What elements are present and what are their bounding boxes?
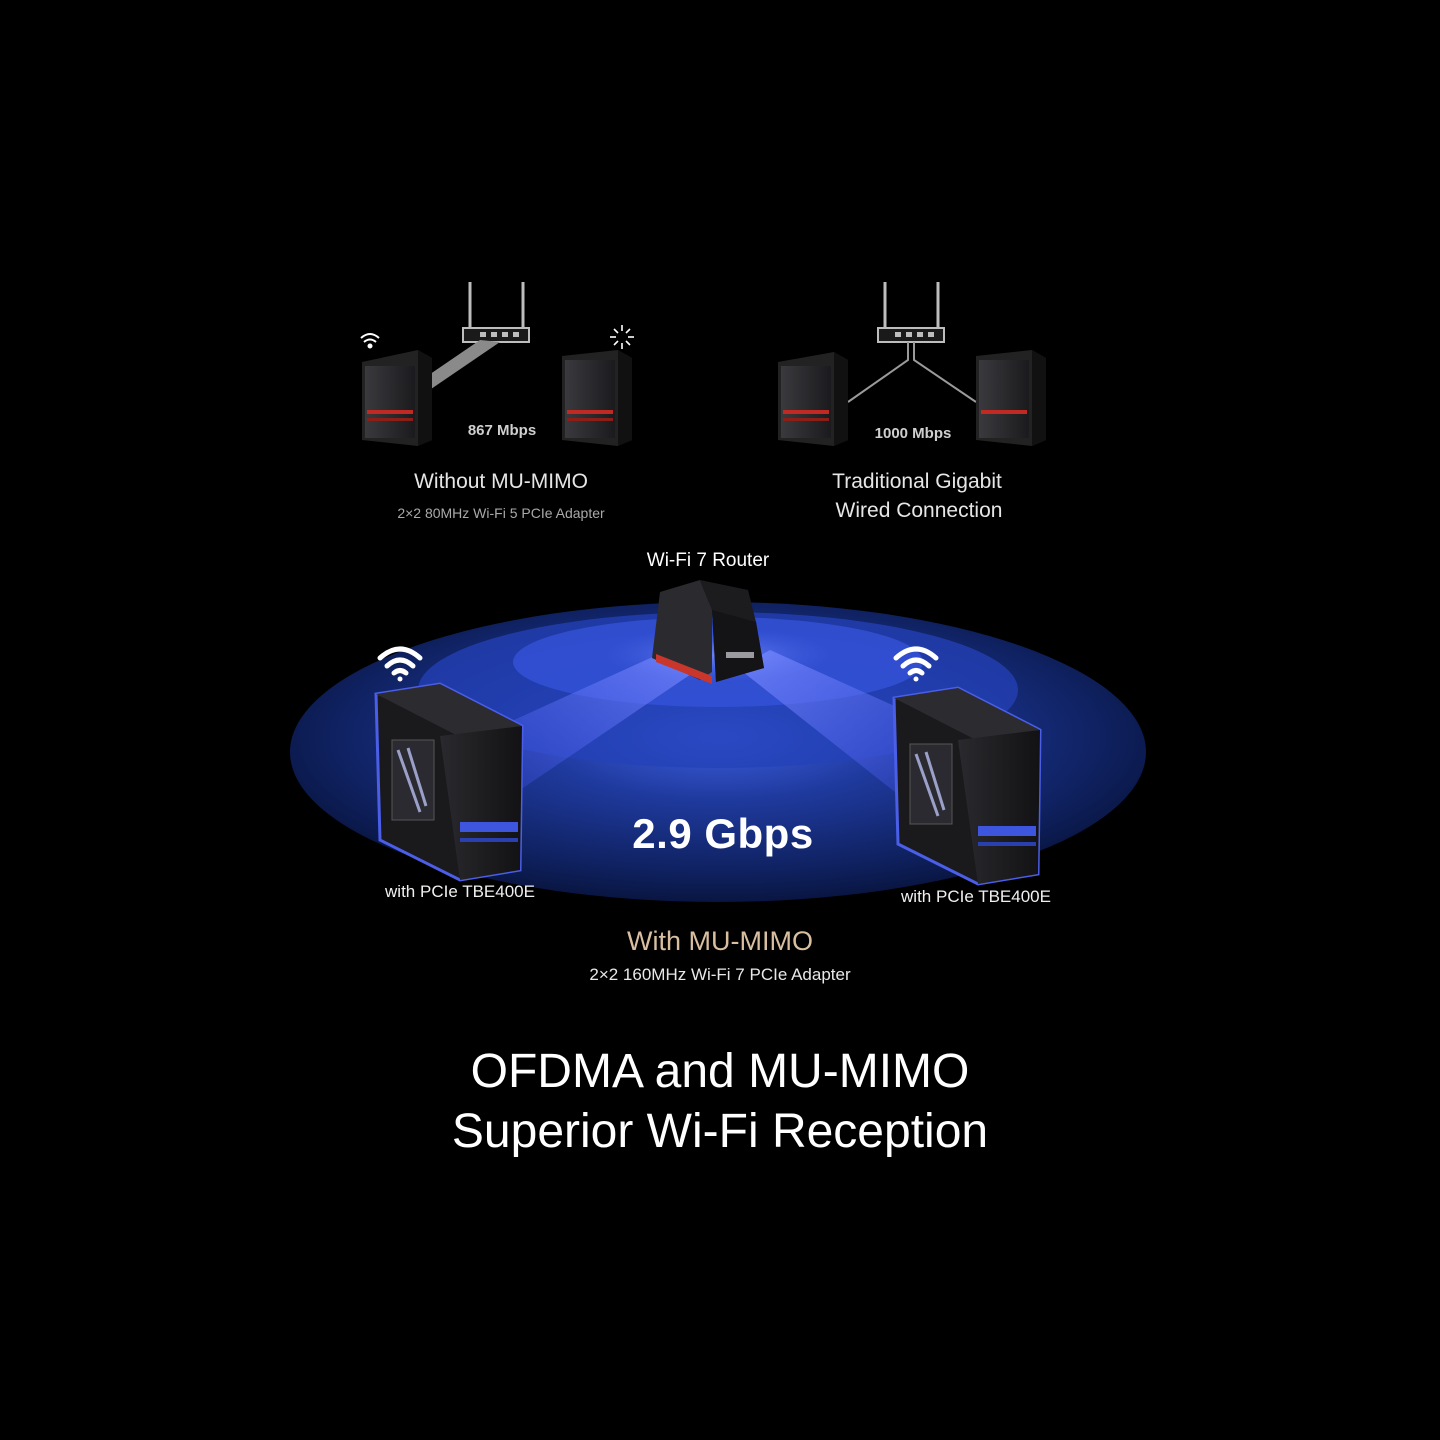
wired-diagram — [778, 282, 1046, 446]
pc-tower-icon — [362, 350, 432, 446]
mimo-subtitle: 2×2 160MHz Wi-Fi 7 PCIe Adapter — [589, 965, 851, 984]
pc-tower-icon — [778, 352, 848, 446]
pc-tower-icon — [562, 350, 632, 446]
mimo-speed: 2.9 Gbps — [632, 810, 814, 857]
left-pc-label: with PCIe TBE400E — [385, 882, 535, 901]
right-pc-label: with PCIe TBE400E — [901, 887, 1051, 906]
signal-beam-left — [470, 650, 700, 790]
pc-tower-right — [892, 686, 1042, 886]
loading-spinner-icon — [610, 325, 634, 349]
mimo-title: With MU-MIMO — [627, 926, 813, 956]
ethernet-cables — [847, 342, 977, 403]
headline-line1: OFDMA and MU-MIMO — [470, 1045, 970, 1098]
router-icon — [877, 282, 945, 343]
router-label: Wi-Fi 7 Router — [646, 550, 770, 571]
without-mimo-diagram — [360, 282, 634, 446]
wired-speed: 1000 Mbps — [874, 425, 952, 442]
router-icon — [462, 282, 530, 343]
without-mimo-subtitle: 2×2 80MHz Wi-Fi 5 PCIe Adapter — [397, 505, 605, 521]
without-mimo-speed: 867 Mbps — [467, 422, 537, 439]
wifi-signal-icon — [377, 646, 423, 682]
pc-tower-icon — [976, 350, 1046, 446]
wifi7-router-icon — [652, 580, 764, 684]
without-mimo-title: Without MU-MIMO — [414, 470, 588, 493]
headline-line2: Superior Wi-Fi Reception — [451, 1105, 989, 1158]
wifi-signal-icon — [893, 646, 939, 682]
pc-tower-left — [374, 682, 524, 882]
mimo-diagram — [290, 580, 1146, 902]
wifi-signal-icon — [360, 333, 380, 349]
wired-title-line1: Traditional Gigabit — [832, 470, 1002, 493]
wired-title-line2: Wired Connection — [835, 499, 1003, 522]
